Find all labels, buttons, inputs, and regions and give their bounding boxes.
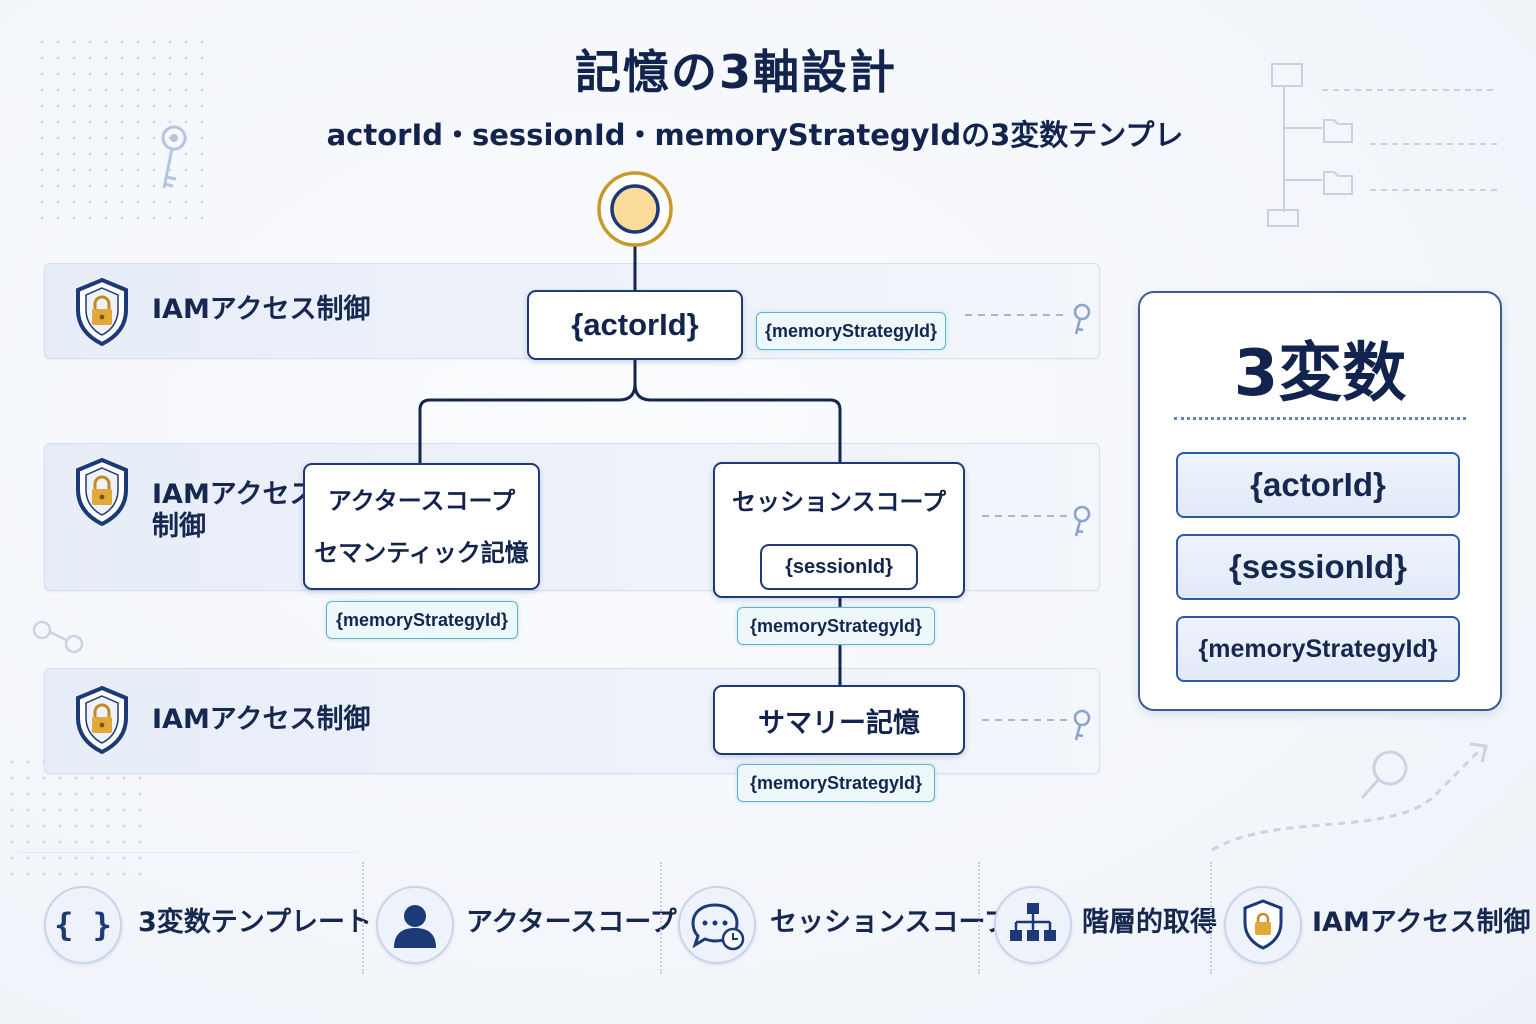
legend-top-rule <box>18 852 358 853</box>
variable-pill-actor-id: {actorId} <box>1176 452 1460 518</box>
session-scope-node-label: セッションスコープ <box>731 488 947 516</box>
legend-divider <box>660 862 662 974</box>
variables-panel-divider <box>1174 417 1466 420</box>
chat-clock-icon <box>691 903 745 951</box>
person-icon <box>394 905 436 948</box>
band-label-top: IAMアクセス制御 <box>152 294 371 325</box>
legend-divider <box>978 862 980 974</box>
braces-icon: { } <box>54 906 112 944</box>
decor-dot-grid-bottom-left <box>10 760 150 880</box>
session-id-node: {sessionId} <box>760 544 918 590</box>
search-icon-decor <box>1211 742 1488 852</box>
actor-scope-node: アクタースコープ セマンティック記憶 <box>303 463 540 590</box>
strategy-tag-top: {memoryStrategyId} <box>756 312 946 350</box>
session-id-node-label: {sessionId} <box>785 555 893 578</box>
legend-person-icon-wrap <box>376 886 454 964</box>
band-label-middle-line1: IAMアクセス <box>152 479 317 510</box>
hierarchy-icon <box>1010 903 1056 941</box>
key-icon <box>1073 505 1091 537</box>
legend-label-template: 3変数テンプレート <box>138 907 372 938</box>
legend-divider <box>1210 862 1212 974</box>
shield-lock-icon <box>76 457 128 527</box>
strategy-tag-session-scope: {memoryStrategyId} <box>737 607 935 645</box>
key-icon <box>1073 709 1091 741</box>
shield-lock-icon <box>76 685 128 755</box>
legend-label-hierarchy: 階層的取得 <box>1082 907 1217 938</box>
actor-id-node-label: {actorId} <box>571 307 699 342</box>
legend-label-iam: IAMアクセス制御 <box>1312 907 1531 938</box>
root-node-icon <box>597 171 673 247</box>
band-label-bottom: IAMアクセス制御 <box>152 704 371 735</box>
legend-label-actor-scope: アクタースコープ <box>466 907 677 938</box>
actor-id-node: {actorId} <box>527 290 743 360</box>
shield-lock-icon <box>1243 899 1283 950</box>
legend-shield-icon-wrap <box>1224 886 1302 964</box>
page-subtitle: actorId・sessionId・memoryStrategyIdの3変数テン… <box>326 118 1184 152</box>
legend-divider <box>362 862 364 974</box>
strategy-tag-actor-scope: {memoryStrategyId} <box>326 601 518 639</box>
folder-tree-icon-decor <box>1267 63 1498 227</box>
legend-chat-clock-icon-wrap <box>678 886 756 964</box>
strategy-tag-summary: {memoryStrategyId} <box>737 764 935 802</box>
legend-hierarchy-icon-wrap <box>994 886 1072 964</box>
legend-braces-icon-wrap: { } <box>44 886 122 964</box>
actor-scope-node-line2: セマンティック記憶 <box>314 538 529 567</box>
variables-panel-title: 3変数 <box>1233 337 1407 411</box>
shield-lock-icon <box>76 277 128 347</box>
summary-memory-node-label: サマリー記憶 <box>758 707 920 739</box>
variable-pill-memory-strategy-id: {memoryStrategyId} <box>1176 616 1460 682</box>
page-title: 記憶の3軸設計 <box>574 45 897 99</box>
link-icon-decor <box>32 620 84 654</box>
key-icon-decor <box>161 125 187 189</box>
legend-label-session-scope: セッションスコープ <box>770 907 1011 938</box>
summary-memory-node: サマリー記憶 <box>713 685 965 755</box>
decor-dot-grid-top-left <box>40 40 210 230</box>
band-label-middle-line2: 制御 <box>152 511 206 542</box>
variable-pill-session-id: {sessionId} <box>1176 534 1460 600</box>
actor-scope-node-line1: アクタースコープ <box>327 486 516 515</box>
key-icon <box>1073 303 1091 335</box>
